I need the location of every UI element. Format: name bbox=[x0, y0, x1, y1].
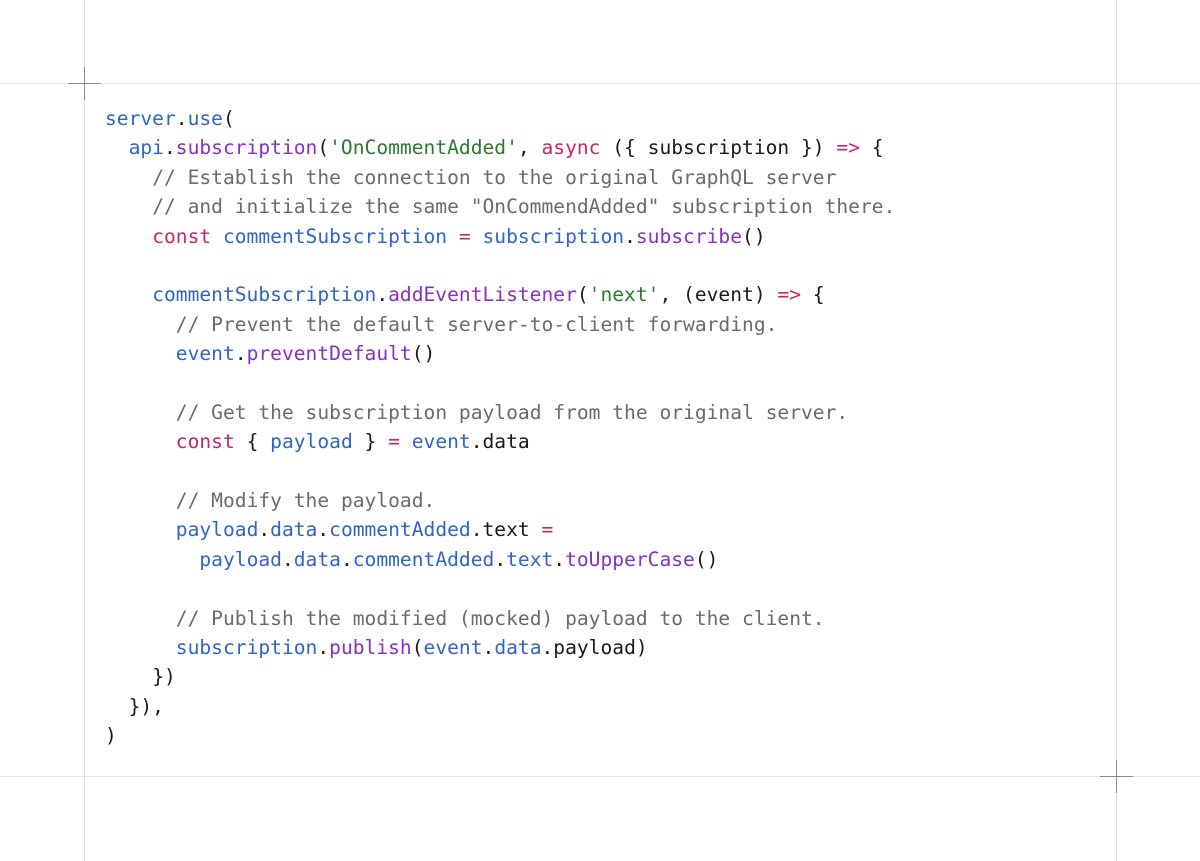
code-line-15: payload.data.commentAdded.text = bbox=[175, 518, 554, 542]
code-line-19: subscription.publish(event.data.payload) bbox=[175, 636, 648, 660]
code-line-1: server.use( bbox=[105, 107, 235, 130]
code-line-7: commentSubscription.addEventListener('ne… bbox=[152, 283, 825, 307]
code-line-16: payload.data.commentAdded.text.toUpperCa… bbox=[199, 547, 719, 571]
code-line-8: // Prevent the default server-to-client … bbox=[175, 312, 778, 336]
guide-line-bottom bbox=[0, 776, 1200, 777]
guide-line-left bbox=[84, 0, 85, 861]
code-line-14: // Modify the payload. bbox=[175, 489, 436, 513]
code-line-11: // Get the subscription payload from the… bbox=[175, 400, 849, 424]
code-line-12: const { payload } = event.data bbox=[175, 430, 530, 454]
code-line-18: // Publish the modified (mocked) payload… bbox=[175, 606, 825, 630]
crosshair-bottom-right bbox=[1100, 760, 1133, 793]
code-line-4: // and initialize the same "OnCommendAdd… bbox=[152, 195, 896, 219]
crosshair-top-left bbox=[68, 67, 101, 100]
code-line-22: ) bbox=[105, 724, 117, 748]
code-line-9: event.preventDefault() bbox=[175, 342, 436, 366]
guide-line-right bbox=[1116, 0, 1117, 861]
code-line-3: // Establish the connection to the origi… bbox=[152, 165, 837, 189]
code-line-17-blank bbox=[105, 574, 895, 603]
code-line-10-blank bbox=[105, 369, 895, 398]
code-line-21: }), bbox=[128, 694, 164, 718]
code-line-6-blank bbox=[105, 251, 895, 280]
code-block: server.use( api.subscription('OnCommentAd… bbox=[105, 104, 895, 751]
code-line-2: api.subscription('OnCommentAdded', async… bbox=[128, 136, 884, 160]
code-line-20: }) bbox=[152, 665, 176, 689]
code-line-13-blank bbox=[105, 457, 895, 486]
code-line-5: const commentSubscription = subscription… bbox=[152, 224, 766, 248]
guide-line-top bbox=[0, 83, 1200, 84]
